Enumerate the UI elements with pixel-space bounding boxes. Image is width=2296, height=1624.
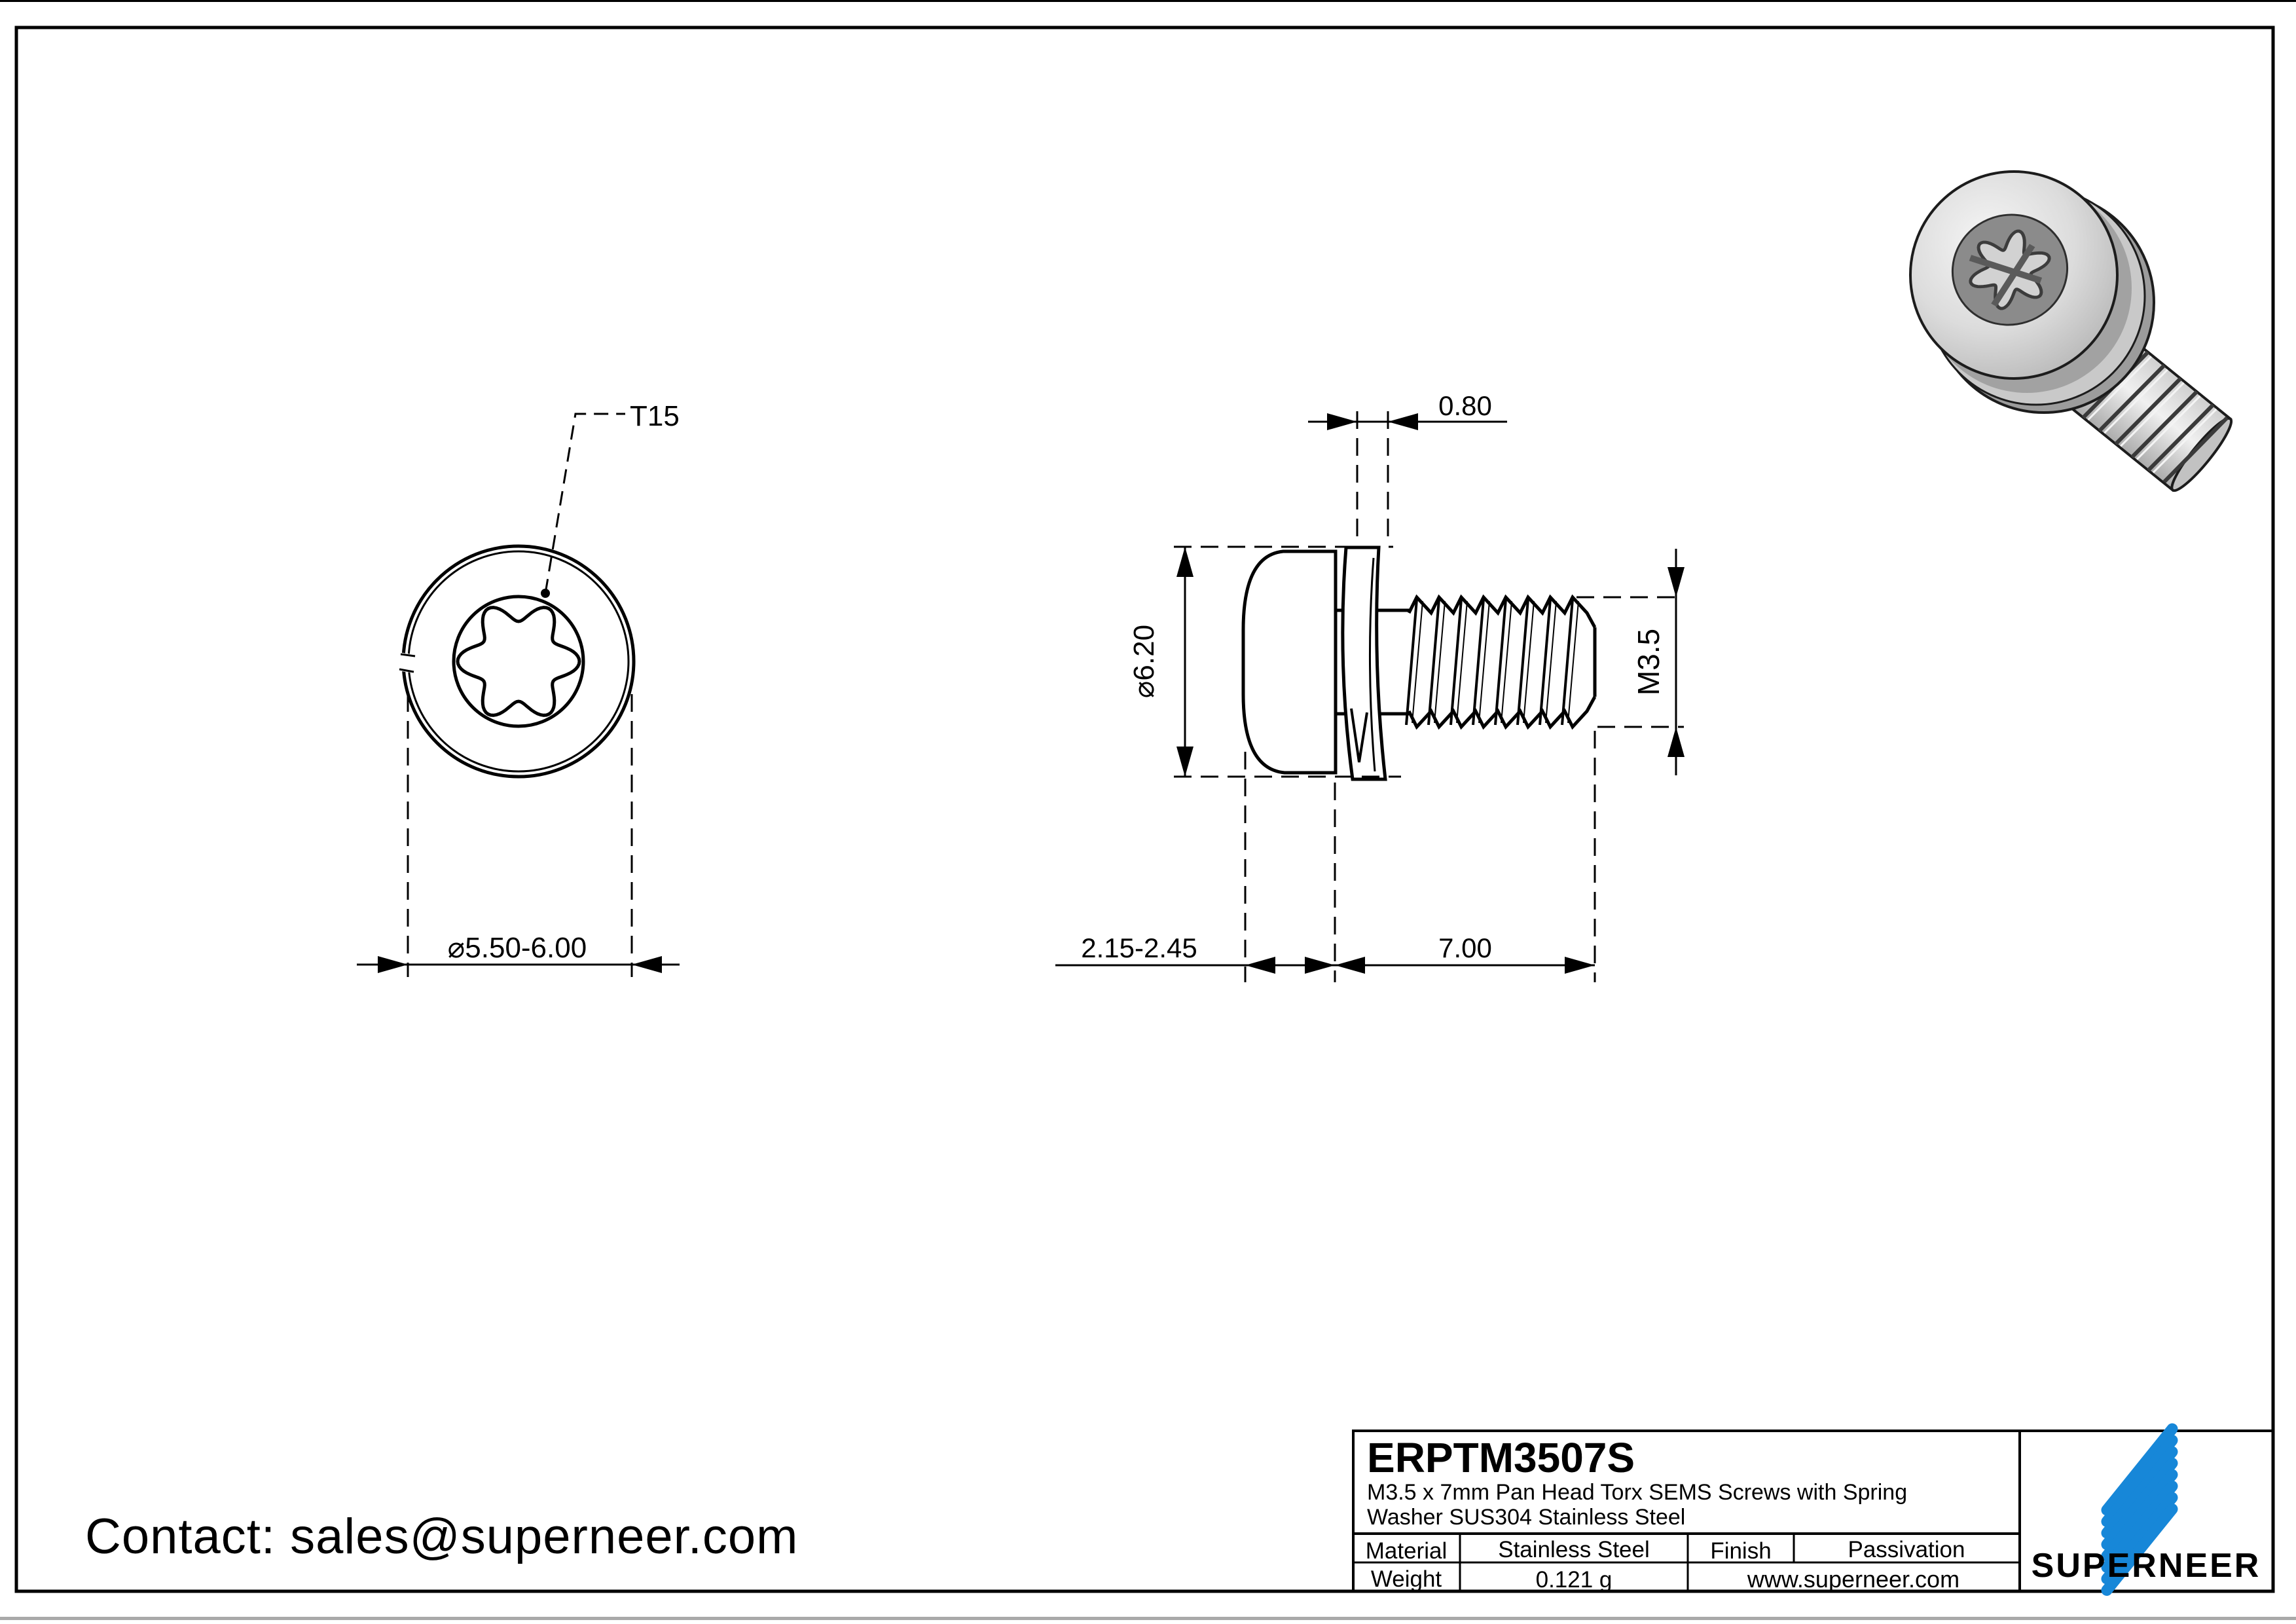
head-height-label: 2.15-2.45 (1081, 932, 1197, 963)
head-diameter-label: ⌀6.20 (1128, 625, 1160, 698)
thread-length-label: 7.00 (1438, 932, 1492, 963)
torx-star (456, 606, 581, 717)
title-block-border (1352, 1430, 2274, 1593)
screw-3d-torx-recess (1951, 213, 2069, 326)
screw-3d-render (1909, 170, 2233, 492)
website-link[interactable]: www.superneer.com (1747, 1566, 1959, 1593)
washer-split-gap (399, 652, 414, 673)
description-line2: Washer SUS304 Stainless Steel (1367, 1505, 1685, 1530)
drawing-frame-border (14, 26, 2275, 1593)
description-line1: M3.5 x 7mm Pan Head Torx SEMS Screws wit… (1367, 1480, 1907, 1505)
arrow-hh-left (1245, 957, 1275, 974)
arrow-headdia-bottom (1176, 747, 1194, 777)
arrow-len-right (1565, 957, 1595, 974)
arrow-washer-right (1388, 413, 1418, 430)
arrow-left (378, 956, 408, 973)
head-outer-circle (401, 544, 636, 779)
part-number: ERPTM3507S (1367, 1434, 1635, 1481)
thread-size-label: M3.5 (1631, 629, 1666, 695)
washer-split-ticks (399, 653, 416, 673)
arrow-headdia-top (1176, 547, 1194, 577)
weight-label: Weight (1371, 1566, 1442, 1592)
leader-line (544, 413, 625, 594)
contact-line: Contact: sales@superneer.com (85, 1509, 798, 1564)
front-view: T15 ⌀5.50-6.00 (357, 400, 680, 977)
material-value: Stainless Steel (1498, 1537, 1650, 1562)
brand-name: SUPERNEER (2032, 1547, 2261, 1585)
sheet-top-edge (0, 0, 2296, 2)
finish-value: Passivation (1848, 1537, 1965, 1562)
washer-thickness-label: 0.80 (1438, 390, 1492, 421)
side-view: 0.80 ⌀6.20 M3.5 2.15-2.45 7.00 (1055, 390, 1685, 982)
arrow-right (632, 956, 662, 973)
arrow-len-left (1335, 957, 1365, 974)
spring-washer-inner-edge (1368, 557, 1376, 772)
torx-recess-circle (452, 595, 585, 728)
material-label: Material (1366, 1538, 1447, 1564)
spring-washer-profile (1341, 545, 1387, 781)
finish-label: Finish (1710, 1538, 1771, 1564)
arrow-washer-left (1327, 413, 1357, 430)
weight-value: 0.121 g (1536, 1567, 1613, 1593)
arrow-thread-bottom (1667, 727, 1685, 757)
head-diameter-range-label: ⌀5.50-6.00 (448, 932, 587, 964)
pan-head-profile (1241, 549, 1338, 775)
arrow-thread-top (1667, 567, 1685, 597)
spring-washer-split (1350, 708, 1368, 763)
torx-size-label: T15 (630, 400, 680, 432)
arrow-hh-right (1305, 957, 1335, 974)
superneer-logo-icon (2101, 1423, 2178, 1596)
thread-flanks (1405, 599, 1579, 726)
title-block: ERPTM3507S M3.5 x 7mm Pan Head Torx SEMS… (1352, 1423, 2274, 1596)
spring-washer-ring (407, 550, 630, 773)
sheet-bottom-edge (0, 1617, 2296, 1620)
